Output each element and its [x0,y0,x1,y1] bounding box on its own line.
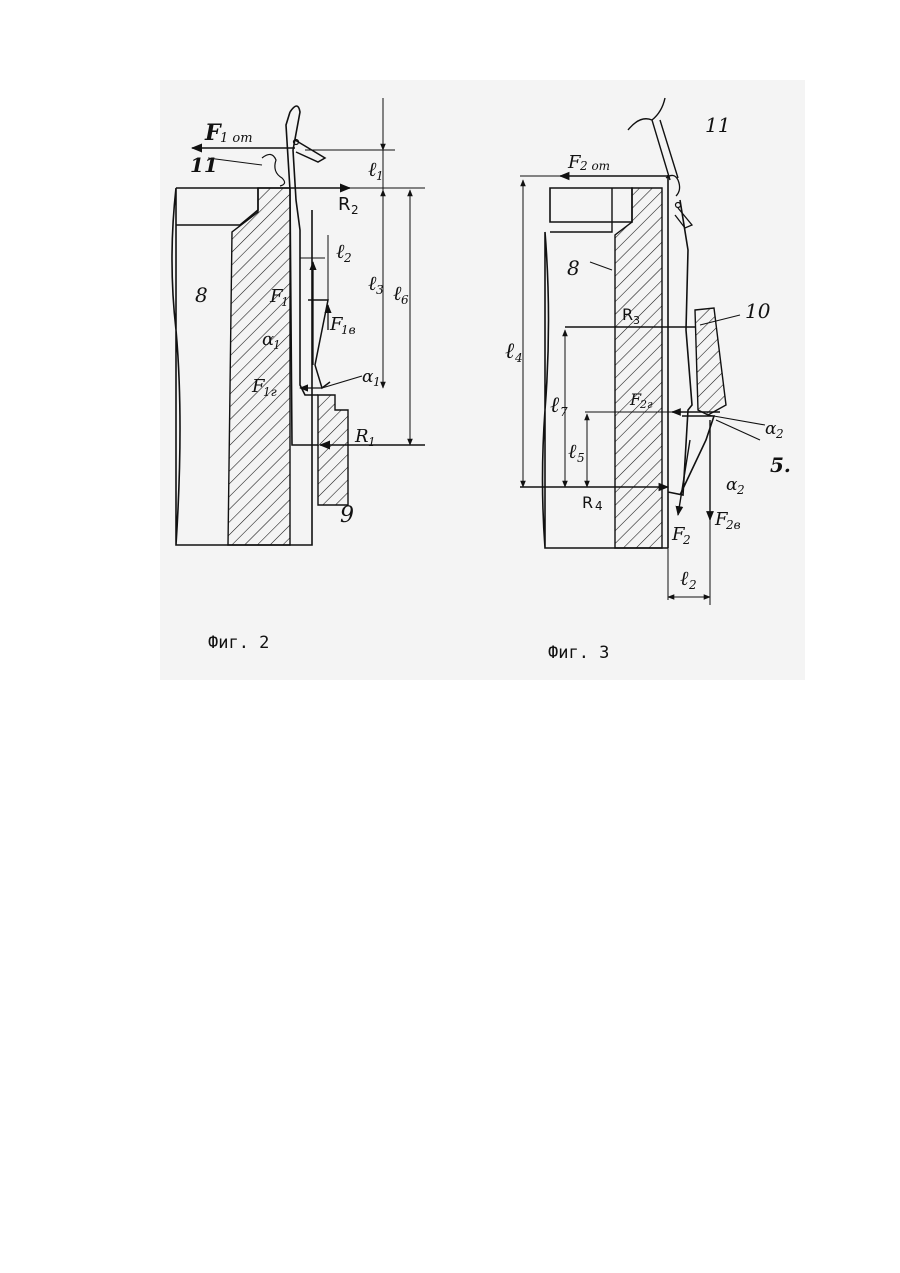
fig2-thread [262,154,285,186]
fig2-label-l3-sub: 3 [376,283,384,297]
fig3-top-block [550,188,632,222]
fig2-label-alpha1b-sub: 1 [373,375,381,389]
fig2-label-part-11: 11 [190,153,218,177]
fig3-part-10-hatched [695,308,726,415]
fig3-label-part-11: 11 [705,113,730,137]
fig3-label-r3: R [622,305,633,324]
fig3-label-r4-sub: 4 [595,499,603,513]
fig2-hook [295,140,325,162]
fig3-thread [628,98,678,180]
fig2-label-part-9: 9 [340,503,354,528]
fig3-label-l4-sub: 4 [514,351,523,365]
fig2-label-f1g-sub: 1г [263,385,277,399]
fig2-label-alpha1a-sub: 1 [273,338,281,352]
fig2-label-f1-pull-sub: 1 от [220,131,253,146]
fig3-label-l5: ℓ [568,439,577,463]
fig2-label-part-8: 8 [195,283,208,307]
fig3-label-f2v-sub: 2в [725,518,741,532]
fig3-label-f2-pull-sub: 2 от [579,159,610,173]
fig2-part-8-hatched [228,188,290,545]
fig2-label-r1: R [354,426,369,447]
fig3-label-part-5: 5. [770,453,791,477]
figure-3: 11 F 2 от 8 10 5. R 3 R 4 F 2г F 2 F 2в … [505,98,791,663]
fig3-label-l2: ℓ [680,566,689,590]
fig2-label-r1-sub: 1 [368,435,376,449]
fig3-label-part-8: 8 [567,256,580,280]
fig2-label-r2-sub: 2 [351,203,359,217]
fig2-caption: Фиг. 2 [208,633,269,653]
fig3-label-alpha2b-sub: 2 [736,483,745,497]
fig2-label-r2: R [338,194,351,215]
fig3-label-r4: R [582,493,593,512]
fig3-label-l2-sub: 2 [688,578,697,592]
fig2-part-9-hatched [318,395,348,505]
fig3-label-l5-sub: 5 [577,451,585,465]
fig3-label-alpha2a-sub: 2 [775,427,784,441]
fig3-label-f2g-sub: 2г [639,398,653,411]
fig3-label-r3-sub: 3 [633,314,640,327]
fig3-label-l4: ℓ [505,339,515,364]
fig3-label-f2-sub: 2 [682,533,691,547]
fig2-label-l2-sub: 2 [343,251,352,265]
fig3-caption: Фиг. 3 [548,643,609,663]
fig3-label-l7-sub: 7 [560,405,568,419]
fig2-notch [176,188,258,225]
fig2-label-l1-sub: 1 [376,169,384,183]
fig3-part-8-hatched [615,188,662,548]
fig2-label-l6-sub: 6 [401,293,409,307]
fig3-label-l7: ℓ [550,393,560,418]
fig2-label-f1-sub: 1 [281,295,289,309]
fig3-label-part-10: 10 [745,299,771,323]
figure-2: F 1 от 11 8 9 R 2 R 1 F 1 F 1в F 1г α 1 … [172,98,425,653]
fig2-label-f1v-sub: 1в [341,323,356,337]
